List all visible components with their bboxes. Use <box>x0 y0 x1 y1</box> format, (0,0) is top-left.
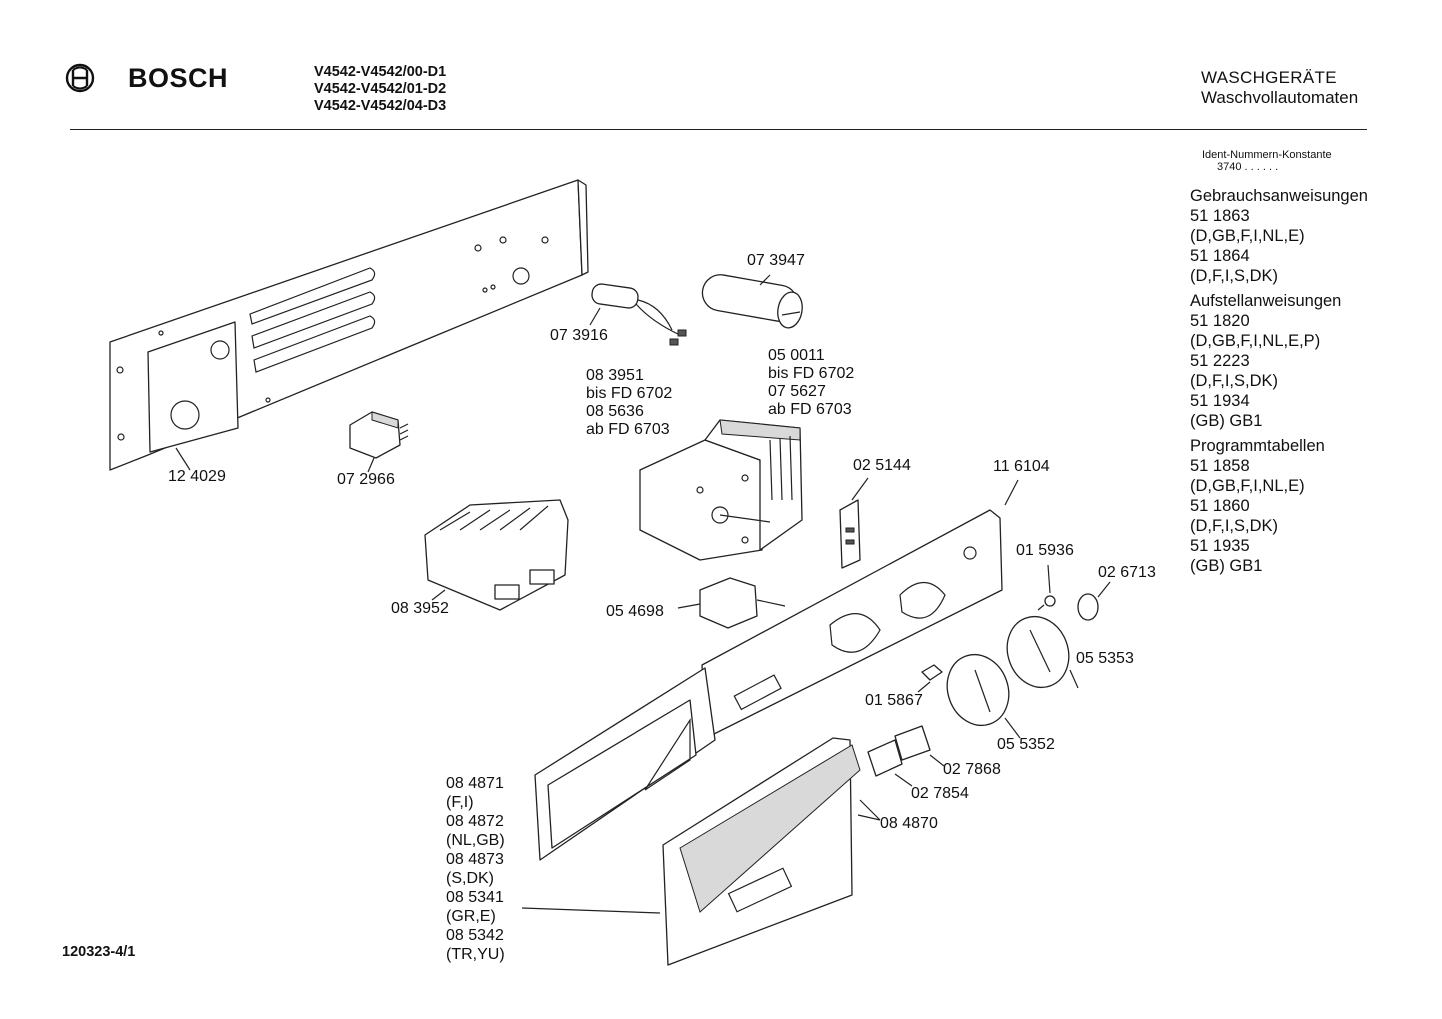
doc-line: 51 1934 <box>1190 392 1250 410</box>
ident-label: Ident-Nummern-Konstante <box>1202 149 1332 161</box>
part-label-line: bis FD 6702 <box>586 385 673 402</box>
part-label-line: 08 5341 <box>446 889 504 906</box>
rear-panel-frame <box>109 179 589 471</box>
part-label-connector-block: 07 2966 <box>337 471 395 488</box>
part-label-timer-motor: 05 0011 bis FD 6702 07 5627 ab FD 6703 <box>768 347 854 419</box>
part-label-line: 08 3951 <box>586 367 644 384</box>
part-label-rear-panel: 12 4029 <box>168 468 226 485</box>
category-title: WASCHGERÄTE <box>1201 68 1337 87</box>
part-label-line: (S,DK) <box>446 870 494 887</box>
doc-line: 51 1820 <box>1190 312 1250 330</box>
part-label-line: bis FD 6702 <box>768 365 855 382</box>
part-label-line: 08 5342 <box>446 927 504 944</box>
doc-line: 51 1860 <box>1190 497 1250 515</box>
doc-line: 51 1863 <box>1190 207 1250 225</box>
part-label-large-capacitor: 07 3947 <box>747 252 805 269</box>
push-button-caps <box>867 725 945 787</box>
ident-value: 3740 . . . . . . <box>1217 161 1279 173</box>
part-label-panel-variants: 08 4871 (F,I) 08 4872 (NL,GB) 08 4873 (S… <box>446 774 505 964</box>
bosch-logo-icon <box>65 63 95 93</box>
doc-line: 51 2223 <box>1190 352 1250 370</box>
part-label-front-panel: 11 6104 <box>993 458 1050 475</box>
connector-block <box>349 411 409 473</box>
doc-line: 51 1935 <box>1190 537 1250 555</box>
doc-line: (D,F,I,S,DK) <box>1190 517 1279 535</box>
program-timer <box>639 419 803 561</box>
doc-group-title: Gebrauchsanweisungen <box>1190 187 1368 205</box>
brand-name: BOSCH <box>128 63 229 93</box>
category-subtitle: Waschvollautomaten <box>1201 88 1359 107</box>
front-control-panel <box>534 479 1019 861</box>
small-capacitor <box>589 283 687 346</box>
part-label-line: (TR,YU) <box>446 946 505 963</box>
drawing-code: 120323-4/1 <box>62 944 136 960</box>
part-label-line: 08 4872 <box>446 813 504 830</box>
part-label-line: 08 4873 <box>446 851 504 868</box>
push-button <box>917 664 943 693</box>
door-lock-switch <box>839 477 869 569</box>
part-label-program-timer: 08 3951 bis FD 6702 08 5636 ab FD 6703 <box>586 367 672 439</box>
part-label-line: 08 4871 <box>446 775 504 792</box>
part-label-button-cap-a: 02 7868 <box>943 761 1001 778</box>
indicator-cap <box>1077 581 1111 621</box>
doc-line: (D,F,I,S,DK) <box>1190 372 1279 390</box>
part-label-program-knob: 05 5353 <box>1076 650 1134 667</box>
part-label-small-capacitor: 07 3916 <box>550 327 608 344</box>
part-label-door-lock-switch: 02 5144 <box>853 457 911 474</box>
doc-group-program-tables: Programmtabellen 51 1858 (D,GB,F,I,NL,E)… <box>1190 436 1368 576</box>
doc-line: (GB) GB1 <box>1190 557 1263 575</box>
part-label-line: ab FD 6703 <box>586 421 670 438</box>
doc-line: (D,F,I,S,DK) <box>1190 267 1279 285</box>
part-label-line: (GR,E) <box>446 908 496 925</box>
model-line: V4542-V4542/01-D2 <box>314 81 447 97</box>
part-label-line: ab FD 6703 <box>768 401 852 418</box>
part-label-line: 08 5636 <box>586 403 644 420</box>
doc-line: (D,GB,F,I,NL,E) <box>1190 227 1305 245</box>
document-list: Gebrauchsanweisungen 51 1863 (D,GB,F,I,N… <box>1190 186 1368 581</box>
rotary-switch <box>677 577 786 629</box>
part-label-button-cap-b: 02 7854 <box>911 785 969 802</box>
part-label-switch-bank: 08 3952 <box>391 600 449 617</box>
detergent-drawer-front <box>662 737 881 966</box>
part-label-screw: 01 5936 <box>1016 542 1074 559</box>
large-capacitor <box>701 274 803 329</box>
screw <box>1037 564 1056 611</box>
part-label-line: 05 0011 <box>768 347 825 364</box>
part-label-indicator-cap: 02 6713 <box>1098 564 1156 581</box>
model-line: V4542-V4542/04-D3 <box>314 98 447 114</box>
doc-group-installation: Aufstellanweisungen 51 1820 (D,GB,F,I,NL… <box>1190 291 1368 431</box>
doc-line: 51 1858 <box>1190 457 1250 475</box>
model-line: V4542-V4542/00-D1 <box>314 64 447 80</box>
part-label-temperature-knob: 05 5352 <box>997 736 1055 753</box>
doc-group-title: Aufstellanweisungen <box>1190 292 1342 310</box>
doc-line: (GB) GB1 <box>1190 412 1263 430</box>
doc-group-title: Programmtabellen <box>1190 437 1325 455</box>
header-divider <box>70 129 1367 130</box>
doc-line: (D,GB,F,I,NL,E,P) <box>1190 332 1321 350</box>
part-label-drawer-front: 08 4870 <box>880 815 938 832</box>
program-knob <box>1006 615 1079 689</box>
part-label-push-button: 01 5867 <box>865 692 923 709</box>
part-label-line: (NL,GB) <box>446 832 505 849</box>
doc-line: 51 1864 <box>1190 247 1250 265</box>
temperature-knob <box>946 653 1021 739</box>
selector-switch-bank <box>424 499 569 611</box>
doc-line: (D,GB,F,I,NL,E) <box>1190 477 1305 495</box>
part-label-line: (F,I) <box>446 794 474 811</box>
part-label-rotary-switch: 05 4698 <box>606 603 664 620</box>
part-label-line: 07 5627 <box>768 383 826 400</box>
doc-group-user-manuals: Gebrauchsanweisungen 51 1863 (D,GB,F,I,N… <box>1190 186 1368 286</box>
model-list: V4542-V4542/00-D1 V4542-V4542/01-D2 V454… <box>314 64 446 115</box>
